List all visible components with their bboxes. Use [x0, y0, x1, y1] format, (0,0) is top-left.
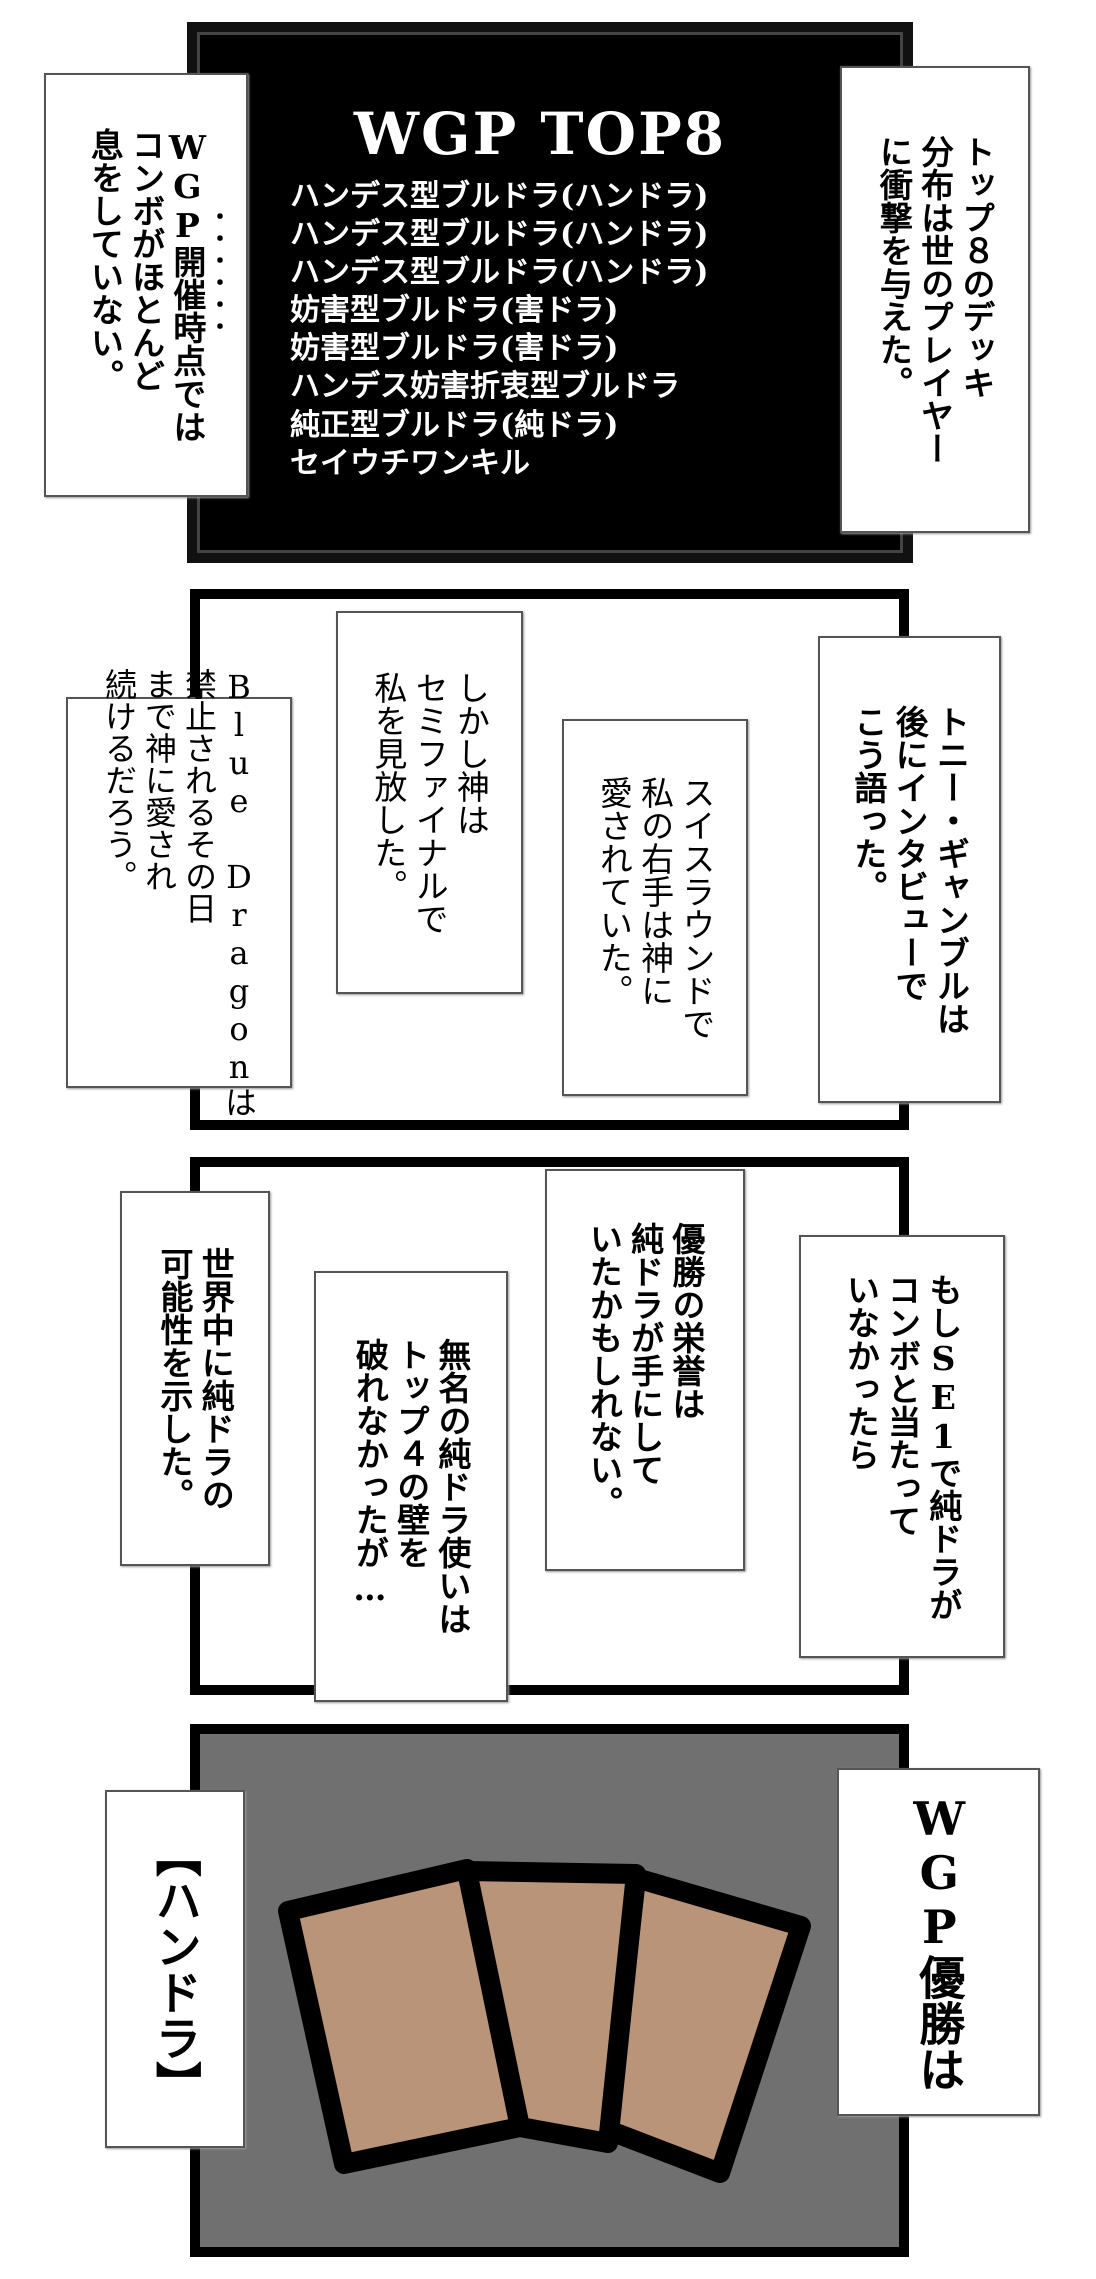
caption-line: 私の右手は神に	[635, 775, 675, 1007]
deck-item: ハンデス型ブルドラ(ハンドラ)	[290, 255, 709, 291]
caption-line: 禁止されるその日	[180, 667, 218, 924]
deck-item: ハンデス型ブルドラ(ハンドラ)	[290, 217, 709, 253]
caption-box-swiss: スイスラウンドで 私の右手は神に 愛されていた。	[562, 719, 748, 1096]
deck-item: ハンデス妨害折衷型ブルドラ	[290, 369, 680, 405]
caption-line: Blue Dragonは	[220, 667, 258, 1118]
caption-line: トップ４の壁を	[391, 1338, 431, 1569]
caption-box-nameless-player: 無名の純ドラ使いは トップ４の壁を 破れなかったが…	[314, 1271, 508, 1702]
caption-line: 優勝の栄誉は	[666, 1221, 706, 1420]
panel-top8	[187, 22, 913, 563]
caption-line: WGP優勝は	[912, 1792, 967, 2092]
deck-item: ハンデス型ブルドラ(ハンドラ)	[290, 179, 709, 214]
top8-deck-list: ハンデス型ブルドラ(ハンドラ) ハンデス型ブルドラ(ハンドラ) ハンデス型ブルド…	[290, 178, 708, 483]
caption-line: 破れなかったが…	[350, 1338, 390, 1608]
caption-box-wgp-winner: WGP優勝は	[837, 1768, 1040, 2116]
caption-line: いたかもしれない。	[584, 1221, 624, 1519]
caption-line: こう語った。	[848, 704, 888, 903]
caption-line: まで神に愛され	[140, 667, 178, 892]
caption-line: 【ハンドラ】	[148, 1831, 203, 2107]
caption-box-handra: 【ハンドラ】	[105, 1790, 245, 2148]
caption-line: WGP開催時点では	[167, 127, 207, 443]
caption-box-possibility: 世界中に純ドラの 可能性を示した。	[120, 1191, 270, 1566]
caption-line: トニー・ギャンブルは	[931, 704, 971, 1035]
caption-line: スイスラウンドで	[676, 775, 716, 1040]
caption-box-blue-dragon: Blue Dragonは 禁止されるその日 まで神に愛され 続けるだろう。	[66, 668, 292, 1118]
caption-box-top8-shock: トップ８のデッキ 分布は世のプレイヤー に衝撃を与えた。	[840, 66, 1030, 533]
caption-line: セミファイナルで	[410, 670, 450, 935]
caption-line: 無名の純ドラ使いは	[432, 1338, 472, 1635]
caption-line: 息をしていない。	[85, 127, 125, 392]
caption-box-wgp-combo: ・・・・・・ WGP開催時点では コンボがほとんど 息をしていない。	[44, 73, 248, 497]
caption-box-tony: トニー・ギャンブルは 後にインタビューで こう語った。	[818, 636, 1001, 1103]
caption-line: に衝撃を与えた。	[874, 134, 914, 399]
caption-line: 続けるだろう。	[100, 667, 138, 892]
caption-line: コンボと当たって	[882, 1272, 922, 1537]
caption-line: 可能性を示した。	[155, 1246, 194, 1511]
caption-line: トップ８のデッキ	[956, 134, 996, 399]
deck-item: 妨害型ブルドラ(害ドラ)	[290, 331, 619, 367]
caption-line: コンボがほとんど	[126, 127, 166, 392]
caption-line: 純ドラが手にして	[625, 1221, 665, 1486]
caption-line: 愛されていた。	[594, 775, 634, 1007]
caption-line: いなかったら	[841, 1272, 881, 1471]
caption-line: 分布は世のプレイヤー	[915, 134, 955, 465]
caption-line: 世界中に純ドラの	[196, 1246, 236, 1511]
deck-item: セイウチワンキル	[290, 445, 530, 481]
caption-box-semifinal: しかし神は セミファイナルで 私を見放した。	[336, 611, 523, 994]
caption-line: しかし神は	[451, 670, 491, 836]
deck-item: 妨害型ブルドラ(害ドラ)	[290, 293, 619, 329]
caption-box-se1: もしSE1で純ドラが コンボと当たって いなかったら	[799, 1235, 1005, 1658]
card-middle	[457, 1861, 646, 2153]
caption-dots: ・・・・・・	[205, 205, 231, 337]
caption-box-victory: 優勝の栄誉は 純ドラが手にして いたかもしれない。	[545, 1169, 745, 1571]
deck-item: 純正型ブルドラ(純ドラ)	[290, 407, 619, 443]
top8-title: WGP TOP8	[353, 100, 727, 168]
caption-line: もしSE1で純ドラが	[923, 1272, 963, 1621]
caption-line: 私を見放した。	[368, 670, 408, 902]
caption-line: 後にインタビューで	[890, 704, 930, 1002]
